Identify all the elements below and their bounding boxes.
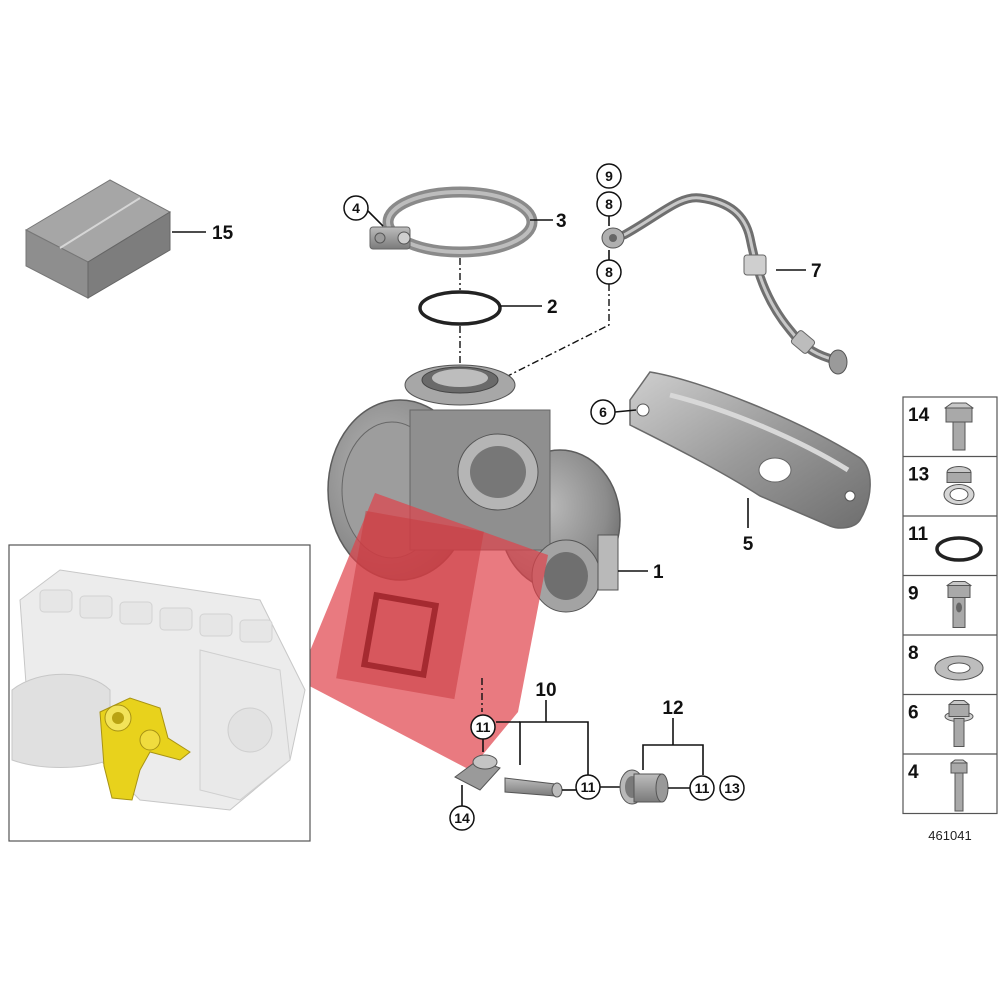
flange-bolt-icon bbox=[944, 700, 974, 747]
table-row-number: 14 bbox=[908, 405, 930, 426]
callout-repair-kit-box: 15 bbox=[212, 223, 234, 244]
table-row-number: 8 bbox=[908, 643, 919, 664]
fastener-table: 14 13 11 9 8 6 4 bbox=[902, 396, 998, 815]
callout-oring-actuator: 11 bbox=[476, 719, 491, 735]
callout-plug-end: 13 bbox=[724, 780, 740, 796]
table-row-number: 11 bbox=[908, 524, 929, 545]
o-ring-icon bbox=[935, 536, 983, 562]
callout-hollow-screw: 14 bbox=[454, 810, 470, 826]
callout-washer-top: 8 bbox=[605, 196, 613, 212]
callout-washer-lower: 8 bbox=[605, 264, 613, 280]
callout-sealing-ring: 2 bbox=[547, 297, 558, 318]
engine-turbo-highlight bbox=[99, 697, 191, 801]
long-bolt-icon bbox=[950, 759, 968, 812]
callout-v-band-clamp: 3 bbox=[556, 211, 567, 232]
repair-kit-box: 15 bbox=[24, 179, 234, 299]
callout-turbocharger: 1 bbox=[653, 562, 664, 583]
table-row-number: 6 bbox=[908, 703, 919, 724]
callout-heat-shield: 5 bbox=[743, 534, 754, 555]
callout-circle bbox=[343, 195, 369, 221]
sealing-ring bbox=[418, 290, 502, 326]
callout-oring-plug-right: 11 bbox=[695, 780, 710, 796]
callout-return-assembly: 10 bbox=[535, 680, 556, 701]
plug-part bbox=[619, 769, 669, 805]
callout-circle bbox=[596, 163, 622, 189]
banjo-bolt-icon bbox=[946, 581, 972, 628]
table-row-number: 13 bbox=[908, 465, 929, 486]
v-band-clamp bbox=[369, 186, 538, 258]
actuator-highlight bbox=[298, 493, 548, 770]
heat-shield bbox=[629, 371, 871, 529]
callout-plug-assembly: 12 bbox=[662, 698, 683, 719]
washer-icon bbox=[934, 655, 984, 681]
oil-feed-line bbox=[601, 193, 848, 375]
return-pipe bbox=[454, 754, 563, 798]
callout-banjo-bolt: 9 bbox=[605, 168, 613, 184]
callout-clamp-bolt: 4 bbox=[352, 200, 360, 216]
engine-inset bbox=[8, 544, 311, 842]
callout-oil-feed-line: 7 bbox=[811, 261, 822, 282]
table-row-number: 4 bbox=[908, 762, 919, 783]
table-row-number: 9 bbox=[908, 584, 919, 605]
callout-circle bbox=[719, 775, 745, 801]
callout-heat-shield-bolt: 6 bbox=[599, 404, 607, 420]
plug-cap-icon bbox=[943, 466, 975, 505]
callout-circle bbox=[689, 775, 715, 801]
hex-bolt-icon bbox=[944, 402, 974, 451]
diagram-reference-number: 461041 bbox=[928, 828, 971, 843]
callout-oring-pipe-end: 11 bbox=[581, 779, 596, 795]
